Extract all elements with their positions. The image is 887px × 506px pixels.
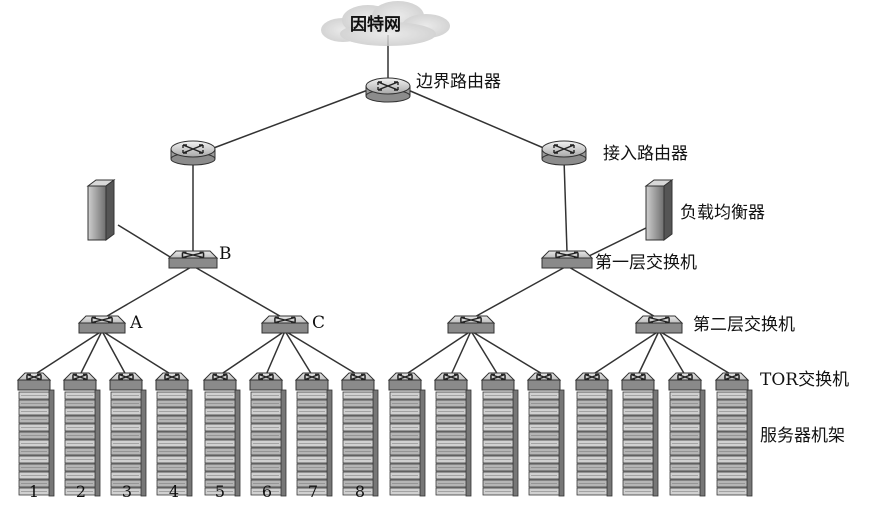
server-rack-icon [576,389,613,497]
tier2-switch-icon [77,315,127,334]
tor-link [79,330,103,376]
server-rack-icon [716,389,753,497]
switch-a-tag: A [130,313,143,333]
server-rack-icon [250,389,287,497]
server-rack-icon [18,389,55,497]
rack-number: 4 [168,482,180,501]
tor-switch-icon [620,372,656,391]
tier1-switch-label: 第一层交换机 [595,253,697,273]
aggregation-link [563,158,568,253]
tor-switch-icon [248,372,284,391]
tier2-switch-label: 第二层交换机 [693,315,795,335]
tier2-switch-icon [446,315,496,334]
rack-number: 8 [354,482,366,501]
tor-switch-icon [340,372,376,391]
server-rack-icon [342,389,379,497]
tor-switch-icon [108,372,144,391]
border-router-icon [365,77,411,103]
switch-b-tag: B [219,244,232,264]
tor-link [470,330,545,376]
tor-link [33,330,103,376]
access-router-icon [170,140,216,166]
tor-link [404,330,472,376]
server-rack-icon [622,389,659,497]
tor-link [658,330,733,376]
tor-switch-icon [714,372,750,391]
tor-link [284,330,359,376]
load-balancer-label: 负载均衡器 [680,203,765,223]
tor-switch-icon [202,372,238,391]
server-icon [86,179,116,241]
tor-switch-icon [387,372,423,391]
server-link [117,224,176,261]
tor-link [265,330,286,376]
server-rack-label: 服务器机架 [760,426,845,446]
server-rack-icon [156,389,193,497]
rack-number: 5 [214,482,226,501]
switch-c-tag: C [312,313,326,333]
tier1-switch-icon [167,250,219,269]
rack-number: 6 [261,482,273,501]
server-rack-icon [110,389,147,497]
rack-number: 3 [121,482,133,501]
tier1-switch-icon [540,250,594,269]
tor-switch-icon [480,372,516,391]
rack-number: 7 [307,482,319,501]
tor-switch-icon [62,372,98,391]
server-rack-icon [204,389,241,497]
tier2-switch-icon [260,315,310,334]
tier-link [566,265,660,320]
tor-switch-icon [433,372,469,391]
tier2-switch-icon [634,315,684,334]
server-rack-icon [389,389,426,497]
tor-switch-icon [16,372,52,391]
tier-link [192,265,286,320]
tor-link [101,330,173,376]
load-balancer-icon [644,179,674,241]
tor-link [450,330,472,376]
tor-switch-icon [667,372,703,391]
load-balancer-link [588,226,649,257]
server-rack-icon [64,389,101,497]
tor-link [658,330,686,376]
rack-number: 1 [28,482,40,501]
tier-link [470,265,568,320]
server-rack-icon [482,389,519,497]
tor-switch-label: TOR交换机 [760,370,850,390]
tor-link [284,330,313,376]
tor-link [219,330,286,376]
tor-link [637,330,660,376]
tor-switch-icon [526,372,562,391]
core-link [407,89,547,150]
tor-link [470,330,499,376]
tier-link [101,265,194,320]
tor-switch-icon [154,372,190,391]
server-rack-icon [528,389,565,497]
tor-switch-icon [294,372,330,391]
internet-cloud-icon [321,1,450,46]
core-link [210,89,369,150]
rack-number: 2 [75,482,87,501]
server-rack-icon [435,389,472,497]
internet-label: 因特网 [350,15,401,35]
tor-link [591,330,660,376]
server-rack-icon [296,389,333,497]
access-router-label: 接入路由器 [603,144,688,164]
server-rack-icon [669,389,706,497]
tor-link [101,330,127,376]
tor-switch-icon [574,372,610,391]
access-router-icon [541,140,587,166]
border-router-label: 边界路由器 [416,72,501,92]
